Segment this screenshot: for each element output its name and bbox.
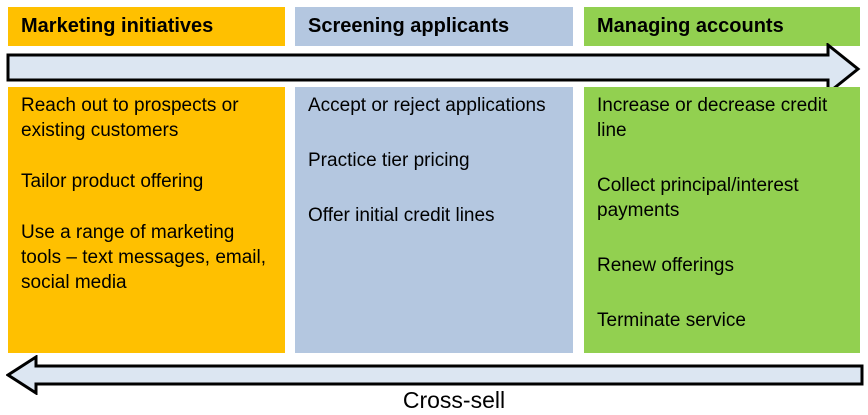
forward-arrow	[6, 43, 862, 95]
stage-header-screening: Screening applicants	[295, 7, 573, 46]
stage-header-label: Managing accounts	[597, 15, 784, 37]
stage-item: Use a range of marketing tools – text me…	[21, 222, 266, 293]
cross-sell-label: Cross-sell	[402, 387, 506, 413]
stage-item: Tailor product offering	[21, 171, 204, 192]
stage-header-marketing: Marketing initiatives	[8, 7, 285, 46]
left-arrow-icon	[6, 355, 864, 395]
stage-header-managing: Managing accounts	[584, 7, 860, 46]
stage-body-screening: Accept or reject applications Practice t…	[295, 87, 573, 353]
right-arrow-icon	[6, 43, 861, 95]
cross-sell-arrow	[6, 355, 864, 395]
stage-item: Offer initial credit lines	[308, 205, 495, 226]
stage-item: Reach out to prospects or existing custo…	[21, 95, 239, 141]
stage-item: Practice tier pricing	[308, 150, 470, 171]
stage-item: Increase or decrease credit line	[597, 95, 828, 141]
stage-header-label: Screening applicants	[308, 15, 510, 37]
stage-item: Renew offerings	[597, 255, 734, 276]
stage-item: Terminate service	[597, 310, 746, 331]
stage-body-managing: Increase or decrease credit line Collect…	[584, 87, 860, 353]
stage-item: Collect principal/interest payments	[597, 175, 799, 221]
stage-body-marketing: Reach out to prospects or existing custo…	[8, 87, 285, 353]
stage-header-label: Marketing initiatives	[21, 15, 214, 37]
stage-item: Accept or reject applications	[308, 95, 546, 116]
